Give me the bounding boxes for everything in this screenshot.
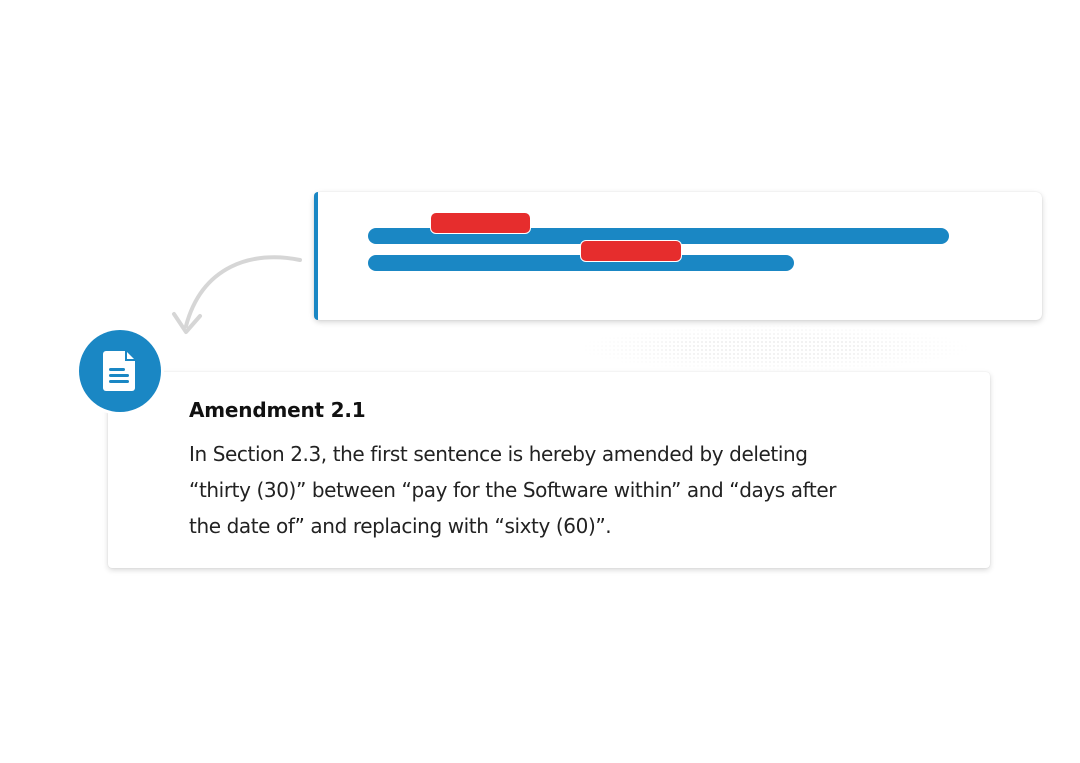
document-icon <box>79 330 161 412</box>
amendment-card: Amendment 2.1 In Section 2.3, the first … <box>108 372 990 568</box>
text-line-placeholder <box>368 255 794 271</box>
document-glyph-icon <box>103 351 135 391</box>
redline-document-card <box>314 192 1042 320</box>
redline-highlight <box>430 212 531 234</box>
amendment-text-line: “thirty (30)” between “pay for the Softw… <box>189 478 837 502</box>
redline-highlight <box>580 240 682 262</box>
curved-arrow-icon <box>172 255 302 334</box>
amendment-title: Amendment 2.1 <box>189 398 366 422</box>
card-accent-bar <box>314 192 318 320</box>
amendment-text-line: the date of” and replacing with “sixty (… <box>189 514 612 538</box>
card-shadow-texture <box>580 324 970 372</box>
amendment-text-line: In Section 2.3, the first sentence is he… <box>189 442 808 466</box>
amendment-text: In Section 2.3, the first sentence is he… <box>189 436 949 544</box>
